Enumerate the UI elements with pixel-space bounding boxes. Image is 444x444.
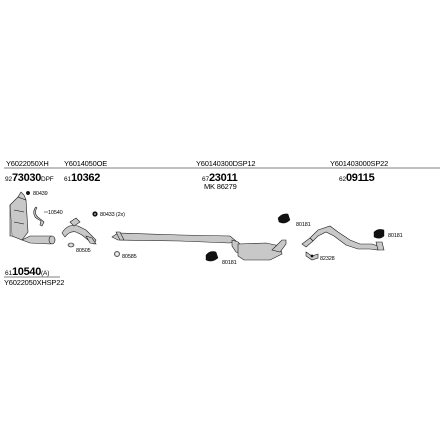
callout-80439: 80439: [33, 191, 48, 197]
callout-80181-b: 80181: [296, 222, 311, 228]
dpf-catalyst: [9, 191, 56, 245]
hanger-80181-b: [277, 213, 291, 224]
part-number-3-main: 23011: [209, 172, 238, 184]
nut-80585: [114, 251, 120, 257]
part-number-5: 6110540(A): [5, 266, 49, 278]
part-number-1-main: 73030: [12, 172, 41, 184]
part-number-1: 9273030DPF: [5, 172, 54, 184]
part-number-4: 6209115: [339, 172, 375, 184]
part-number-5-prefix: 61: [5, 270, 12, 277]
bracket-10540: [33, 206, 45, 227]
part-number-4-prefix: 62: [339, 176, 346, 183]
bolt-80439: [26, 190, 31, 195]
callout-80505: 80505: [76, 248, 91, 254]
part-number-3-mk: MK 86279: [204, 182, 237, 191]
header-code-1: Y6022050XH: [6, 159, 49, 168]
callout-10540: 10540: [48, 210, 63, 216]
part-number-5-main: 10540: [12, 266, 41, 278]
part-number-5-suffix: (A): [41, 270, 49, 277]
part-number-1-prefix: 92: [5, 176, 12, 183]
header-code-4: Y601403000SP22: [330, 159, 388, 168]
callout-80181-a: 80181: [222, 260, 237, 266]
clamp-82328: [305, 251, 319, 261]
part-number-4-main: 09115: [346, 172, 375, 184]
middle-pipe-and-silencer: [111, 231, 287, 261]
callout-80181-c: 80181: [388, 233, 403, 239]
gasket-80505: [67, 242, 75, 248]
part-number-3: 6723011: [202, 172, 238, 184]
callout-82328: 82328: [320, 256, 335, 262]
bolt-80433: [92, 211, 98, 217]
front-pipe: [61, 217, 97, 245]
callout-80585: 80585: [122, 254, 137, 260]
header-code-2: Y6014050OE: [64, 159, 107, 168]
hanger-80181-a: [205, 251, 219, 262]
hanger-80181-c: [373, 229, 385, 239]
part-number-3-prefix: 67: [202, 176, 209, 183]
part-number-2-prefix: 61: [64, 176, 71, 183]
part-number-2: 6110362: [64, 172, 100, 184]
part-number-2-main: 10362: [71, 172, 100, 184]
callout-80433: 80433 (2x): [100, 212, 125, 218]
rear-pipe: [301, 225, 385, 251]
header-code-3: Y60140300DSP12: [196, 159, 255, 168]
part-number-5-sub: Y6022050XHSP22: [4, 278, 64, 287]
part-number-1-suffix: DPF: [41, 176, 54, 183]
